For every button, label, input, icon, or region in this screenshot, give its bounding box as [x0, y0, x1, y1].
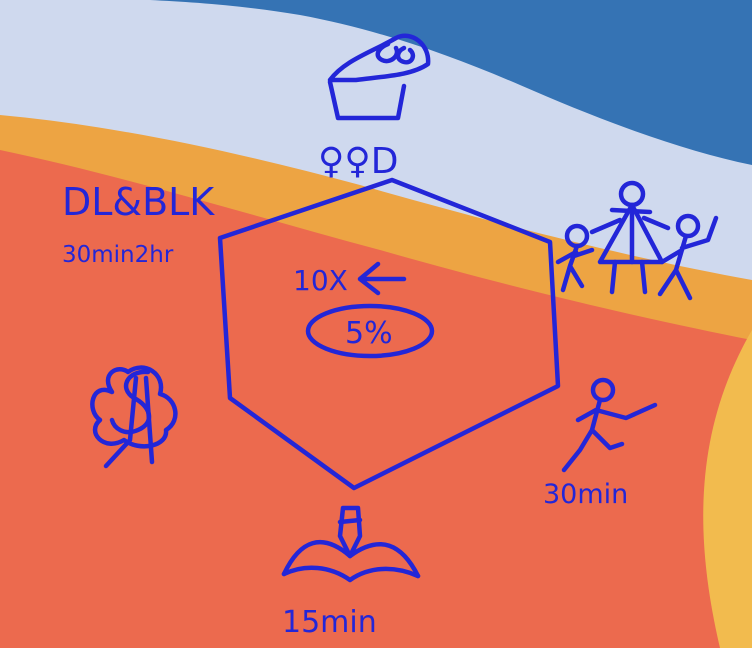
center-multiplier: 10X [293, 264, 348, 297]
hexagon-outline [217, 177, 561, 491]
arrow-left-icon [357, 261, 407, 296]
runner-icon [561, 377, 658, 473]
book-pen-icon [281, 505, 421, 583]
bottom-time: 15min [282, 605, 377, 640]
top-left-time: 30min2hr [62, 242, 174, 268]
right-time: 30min [543, 479, 628, 510]
money-tree-icon [90, 365, 178, 469]
family-icon [555, 180, 719, 301]
percent-ellipse [305, 303, 435, 359]
top-left-title: DL&BLK [62, 180, 215, 224]
graduation-cap-icon [327, 33, 431, 121]
top-label: ♀♀D [318, 141, 398, 182]
center-percent: 5% [345, 316, 393, 351]
